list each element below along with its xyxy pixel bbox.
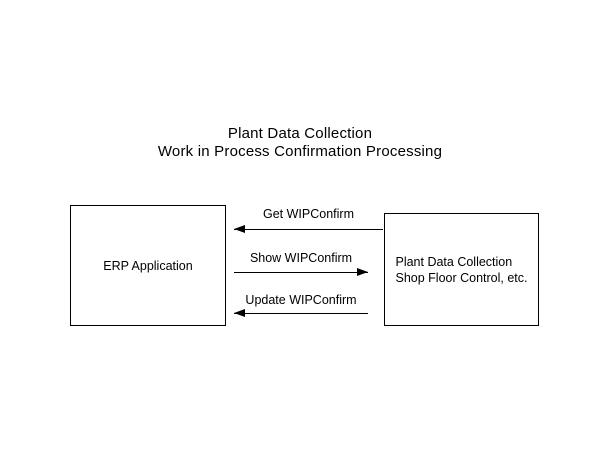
flow-show-wipconfirm-line [234, 272, 368, 273]
right-arrowhead-icon [357, 268, 368, 276]
diagram-title-line-1: Plant Data Collection [227, 125, 373, 142]
flow-show-wipconfirm-label: Show WIPConfirm [249, 251, 353, 265]
left-arrowhead-icon [234, 309, 245, 317]
node-plant-data-collection-label-group: Plant Data Collection Shop Floor Control… [395, 254, 527, 286]
node-plant-data-collection[interactable]: Plant Data Collection Shop Floor Control… [384, 213, 539, 326]
node-erp-application[interactable]: ERP Application [70, 205, 226, 326]
node-plant-data-collection-label-line-2: Shop Floor Control, etc. [395, 270, 528, 285]
diagram-title-line-2: Work in Process Confirmation Processing [157, 143, 443, 160]
left-arrowhead-icon [234, 225, 245, 233]
flow-update-wipconfirm-label: Update WIPConfirm [245, 293, 357, 307]
node-erp-application-label: ERP Application [103, 258, 193, 273]
node-plant-data-collection-label-line-1: Plant Data Collection [395, 254, 513, 269]
flow-update-wipconfirm-line [234, 313, 368, 314]
flow-get-wipconfirm-label: Get WIPConfirm [263, 207, 354, 221]
flow-get-wipconfirm-line [234, 229, 383, 230]
diagram-title: Plant Data Collection Work in Process Co… [0, 125, 600, 161]
